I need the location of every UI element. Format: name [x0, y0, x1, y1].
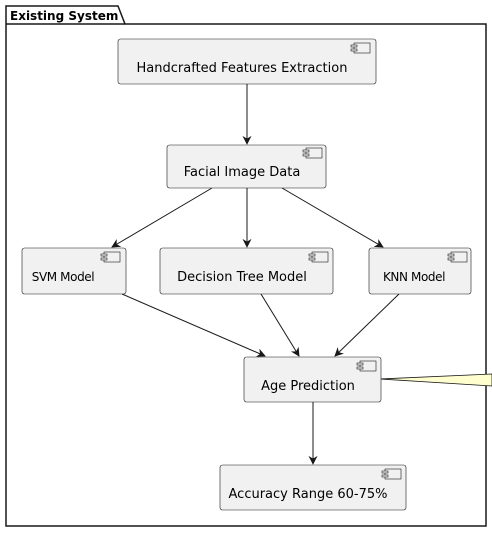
node-decision-tree-model[interactable]: Decision Tree Model: [159, 247, 334, 295]
component-icon: [308, 251, 329, 263]
component-icon: [381, 468, 402, 480]
node-age-prediction[interactable]: Age Prediction: [243, 356, 382, 403]
node-label: Facial Image Data: [184, 165, 301, 180]
component-icon: [302, 147, 323, 159]
package-frame: [5, 5, 487, 527]
node-label: SVM Model: [32, 270, 94, 284]
node-handcrafted-features-extraction[interactable]: Handcrafted Features Extraction: [117, 38, 377, 85]
edges: [111, 84, 400, 465]
node-label: KNN Model: [383, 270, 445, 284]
node-box: [21, 247, 127, 295]
package-existing-system: Existing System: [5, 5, 487, 527]
edge-svm-to-age-prediction: [121, 293, 266, 357]
node-box: [117, 38, 377, 85]
node-label: Age Prediction: [261, 379, 355, 394]
component-icon: [100, 251, 121, 263]
node-facial-image-data[interactable]: Facial Image Data: [166, 144, 327, 189]
edge-facial-to-svm: [111, 187, 213, 248]
component-icon: [447, 251, 468, 263]
node-svm-model[interactable]: SVM Model: [21, 247, 127, 295]
node-label: Handcrafted Features Extraction: [137, 61, 348, 76]
component-icon: [350, 42, 371, 54]
note-connector: [379, 373, 492, 387]
edge-knn-to-age-prediction: [334, 293, 400, 357]
node-label: Decision Tree Model: [177, 270, 307, 285]
edge-facial-to-knn: [281, 187, 384, 248]
component-icon: [356, 360, 377, 372]
node-knn-model[interactable]: KNN Model: [368, 247, 472, 295]
node-label: Accuracy Range 60-75%: [229, 487, 388, 502]
edge-decision-tree-to-age-prediction: [260, 293, 300, 357]
node-box: [166, 144, 327, 189]
package-title: Existing System: [10, 9, 118, 23]
node-box: [243, 356, 382, 403]
node-box: [219, 464, 407, 511]
node-accuracy-range[interactable]: Accuracy Range 60-75%: [219, 464, 407, 511]
node-box: [368, 247, 472, 295]
node-box: [159, 247, 334, 295]
